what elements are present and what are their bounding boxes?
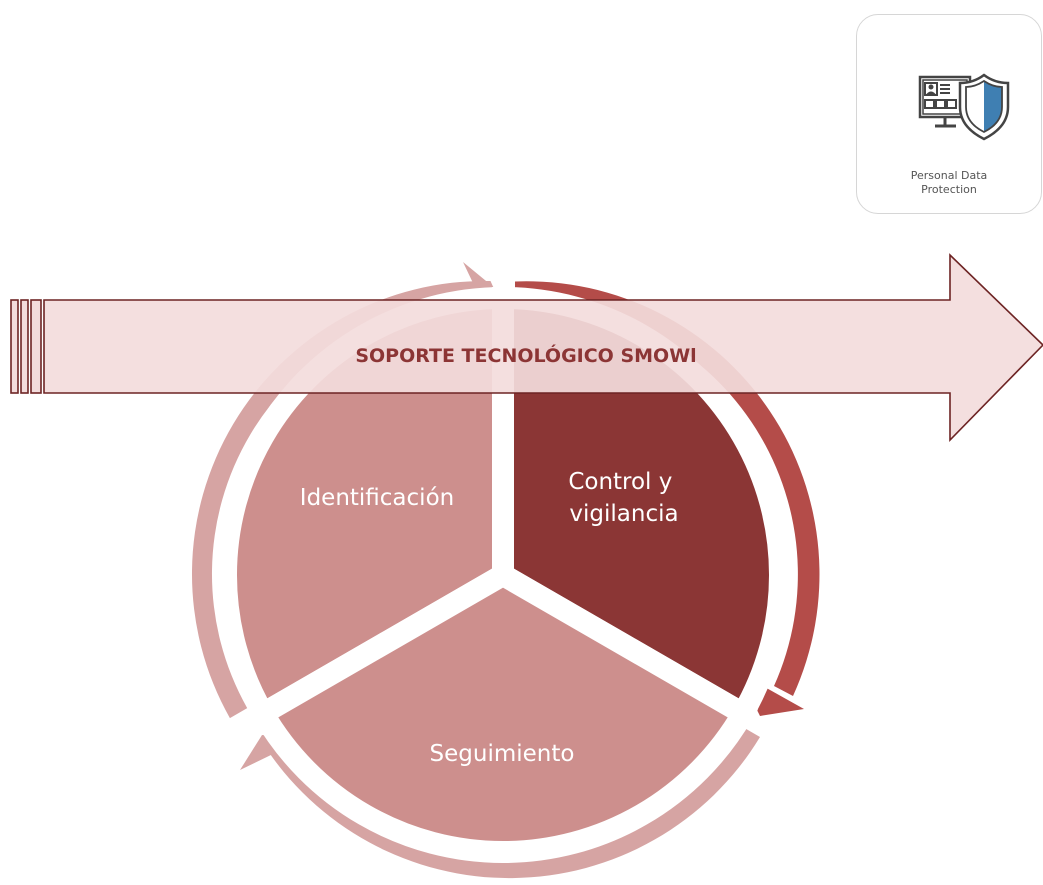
- banner-stripe-2: [20, 299, 29, 394]
- badge-caption: Personal Data Protection: [857, 169, 1041, 197]
- label-identificacion: Identificación: [300, 485, 454, 511]
- personal-data-protection-badge: Personal Data Protection: [856, 14, 1042, 214]
- label-control-vigilancia: Control y vigilancia: [568, 469, 679, 527]
- banner-stripe-1: [10, 299, 19, 394]
- badge-caption-line1: Personal Data: [910, 169, 988, 182]
- monitor-shield-icon: [918, 73, 1010, 141]
- label-seguimiento: Seguimiento: [430, 741, 575, 767]
- banner-stripe-3: [30, 299, 42, 394]
- banner-label: SOPORTE TECNOLÓGICO SMOWl: [355, 343, 696, 367]
- ring-arrow-seguimiento: [262, 726, 760, 879]
- banner-arrow: SOPORTE TECNOLÓGICO SMOWl: [10, 253, 1043, 442]
- segment-seguimiento: [248, 562, 758, 864]
- badge-caption-line2: Protection: [921, 183, 977, 196]
